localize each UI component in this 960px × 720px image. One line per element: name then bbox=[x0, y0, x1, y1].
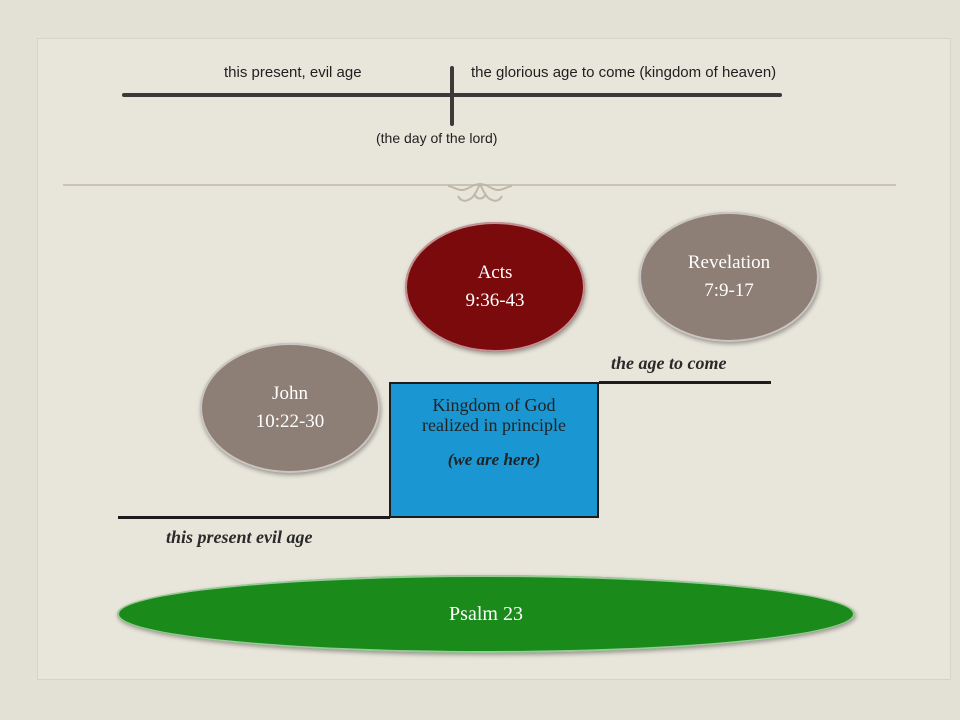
age-to-come-label: the age to come bbox=[611, 353, 727, 373]
psalm-bubble-label: Psalm 23 bbox=[449, 603, 523, 625]
psalm-bubble[interactable]: Psalm 23 bbox=[117, 575, 855, 653]
present-age-label: this present evil age bbox=[166, 527, 313, 547]
john-bubble[interactable]: John 10:22-30 bbox=[200, 343, 380, 473]
timeline-marker bbox=[450, 66, 454, 126]
kingdom-of-god-box: Kingdom of God realized in principle (we… bbox=[389, 382, 599, 518]
present-age-line bbox=[118, 516, 390, 519]
revelation-bubble[interactable]: Revelation 7:9-17 bbox=[639, 212, 819, 342]
revelation-bubble-title: Revelation bbox=[687, 252, 771, 273]
kingdom-note: (we are here) bbox=[447, 450, 541, 469]
timeline-right-label: the glorious age to come (kingdom of hea… bbox=[471, 64, 777, 81]
timeline-left-label: this present, evil age bbox=[224, 64, 362, 81]
kingdom-title-line2: realized in principle bbox=[422, 415, 566, 435]
acts-bubble-title: Acts bbox=[477, 262, 513, 283]
revelation-bubble-ref: 7:9-17 bbox=[704, 280, 754, 301]
timeline-marker-label: (the day of the lord) bbox=[376, 130, 498, 146]
ornament-icon bbox=[447, 183, 513, 202]
kingdom-title-line1: Kingdom of God bbox=[432, 395, 556, 415]
slide-frame bbox=[37, 38, 951, 680]
john-bubble-ref: 10:22-30 bbox=[255, 411, 325, 432]
age-to-come-line bbox=[599, 381, 771, 384]
john-bubble-title: John bbox=[272, 383, 308, 404]
acts-bubble-ref: 9:36-43 bbox=[465, 290, 525, 311]
acts-bubble[interactable]: Acts 9:36-43 bbox=[405, 222, 585, 352]
